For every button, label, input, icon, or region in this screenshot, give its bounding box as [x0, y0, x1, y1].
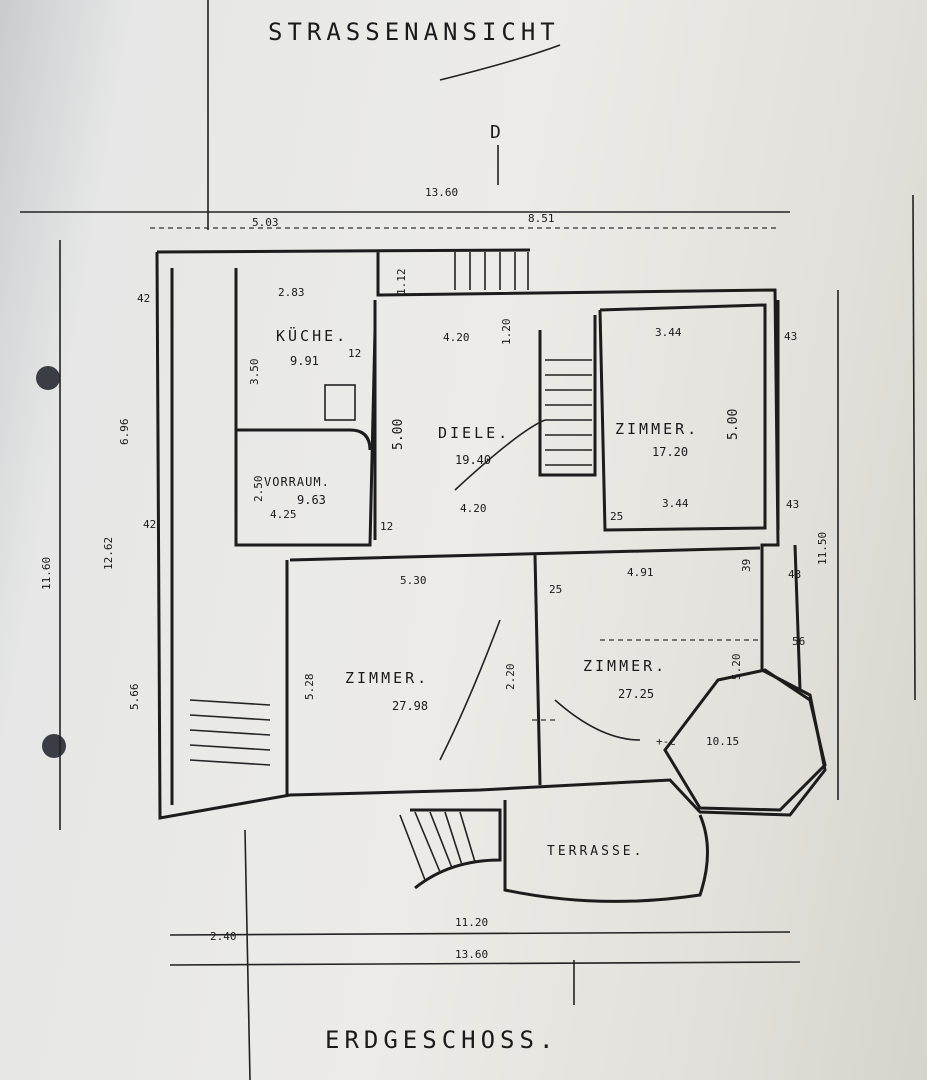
dim-zimmer-sw-h: 5.28 — [303, 674, 316, 701]
dim-diele-bottom: 4.20 — [460, 502, 487, 515]
dimension-line — [169, 931, 791, 936]
dim-diele-h: 5.00 — [391, 419, 406, 450]
dim-diele-top: 4.20 — [443, 331, 470, 344]
dim-wall: 43 — [788, 568, 801, 581]
dim-left-upper: 6.96 — [118, 419, 131, 446]
room-area-zimmer-ne: 17.20 — [652, 445, 688, 459]
dim-diele-s: 1.20 — [500, 319, 513, 346]
dim-wall: 39 — [740, 559, 753, 572]
room-label-zimmer-ne: ZIMMER. — [615, 420, 699, 438]
dim-wall: 42 — [143, 518, 156, 531]
dim-kueche-w: 2.83 — [278, 286, 305, 299]
binder-hole — [36, 366, 60, 390]
room-label-diele: DIELE. — [438, 424, 510, 442]
room-label-zimmer-se: ZIMMER. — [583, 657, 667, 675]
dim-bottom-left: 2.40 — [210, 930, 237, 943]
dim-wall: 12 — [348, 347, 361, 360]
dim-stair-w: 1.12 — [395, 269, 408, 296]
dim-door-w: 2.20 — [504, 664, 517, 691]
dim-zimmer-ne-bottom: 3.44 — [662, 497, 689, 510]
chimney — [324, 384, 356, 421]
room-area-zimmer-sw: 27.98 — [392, 699, 428, 713]
dim-zimmer-sw-w: 5.30 — [400, 574, 427, 587]
room-label-vorraum: VORRAUM. — [264, 475, 330, 489]
dim-top-right: 8.51 — [528, 212, 555, 225]
dim-wall: 25 — [610, 510, 623, 523]
dim-top-left: 5.03 — [252, 216, 279, 229]
room-label-kueche: KÜCHE. — [276, 326, 348, 345]
dim-left-outer: 11.60 — [40, 557, 53, 590]
erker-mark: +-c — [656, 735, 676, 748]
dim-kueche-h: 3.50 — [248, 359, 261, 386]
dim-wall: 12 — [380, 520, 393, 533]
dim-zimmer-ne-h: 5.00 — [726, 409, 741, 440]
room-area-vorraum: 9.63 — [297, 493, 326, 507]
dim-wall: 42 — [137, 292, 150, 305]
dim-wall: 25 — [549, 583, 562, 596]
staircase — [189, 252, 760, 881]
title: STRASSENANSICHT — [268, 18, 560, 46]
binder-hole — [42, 734, 66, 758]
dim-zimmer-se-w: 4.91 — [627, 566, 654, 579]
north-arrow-mark: D — [490, 122, 501, 143]
room-area-erker: 10.15 — [706, 735, 739, 748]
room-area-kueche: 9.91 — [290, 354, 319, 368]
dim-vorraum-w: 4.25 — [270, 508, 297, 521]
dim-top-total: 13.60 — [425, 186, 458, 199]
dim-vorraum-h: 2.50 — [252, 476, 265, 503]
dim-right-outer: 11.50 — [816, 532, 829, 565]
signature-stroke — [439, 44, 561, 81]
dim-zimmer-se-h: 5.20 — [730, 654, 743, 681]
dim-left-lower: 5.66 — [128, 684, 141, 711]
outer-walls — [155, 248, 827, 903]
dim-wall: 56 — [792, 635, 805, 648]
margin-line — [912, 194, 916, 701]
room-label-terrasse: TERRASSE. — [547, 844, 644, 859]
dim-wall: 43 — [784, 330, 797, 343]
dim-bottom-total: 13.60 — [455, 948, 488, 961]
dim-left-inner: 12.62 — [102, 537, 115, 570]
dim-bottom-inner: 11.20 — [455, 916, 488, 929]
floor-title: ERDGESCHOSS. — [325, 1026, 558, 1054]
room-area-diele: 19.40 — [455, 453, 491, 467]
dim-wall: 43 — [786, 498, 799, 511]
margin-line — [244, 829, 251, 1080]
room-area-zimmer-se: 27.25 — [618, 687, 654, 701]
dimension-labels: 2.83 3.50 1.12 4.20 1.20 5.00 4.20 3.44 … — [40, 269, 829, 962]
room-label-zimmer-sw: ZIMMER. — [345, 669, 429, 687]
dim-zimmer-ne-top: 3.44 — [655, 326, 682, 339]
dimension-line — [169, 961, 801, 966]
